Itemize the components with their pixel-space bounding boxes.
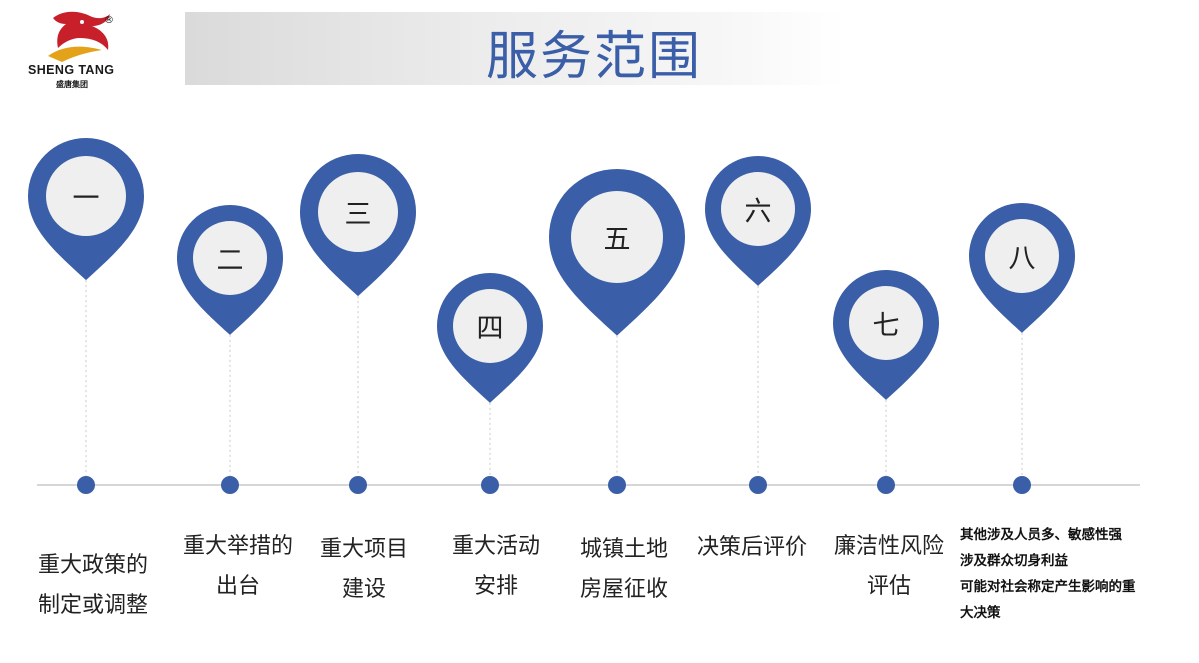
pin-inner-circle bbox=[849, 286, 923, 360]
pin-inner-circle bbox=[985, 219, 1059, 293]
timeline-dot bbox=[877, 476, 895, 494]
item-description-line: 城镇土地 bbox=[579, 537, 668, 562]
pin-numeral: 一 bbox=[72, 183, 100, 215]
pin-numeral: 二 bbox=[216, 245, 244, 277]
pin-inner-circle bbox=[46, 156, 126, 236]
timeline-dot bbox=[608, 476, 626, 494]
item-description: 重大举措的出台 bbox=[173, 527, 303, 607]
timeline-dot bbox=[749, 476, 767, 494]
item-description-line: 其他涉及人员多、敏感性强 bbox=[960, 527, 1122, 543]
item-description-line: 涉及群众切身利益 bbox=[960, 553, 1068, 569]
item-description-line: 制定或调整 bbox=[37, 593, 148, 618]
timeline-dot bbox=[481, 476, 499, 494]
item-description-line: 重大项目 bbox=[319, 537, 408, 562]
item-description: 廉洁性风险评估 bbox=[824, 527, 954, 607]
pin-inner-circle bbox=[193, 221, 267, 295]
page-title: 服务范围 bbox=[486, 27, 703, 87]
item-description-line: 廉洁性风险 bbox=[833, 534, 944, 559]
item-description: 决策后评价 bbox=[687, 528, 817, 568]
item-description-line: 决策后评价 bbox=[696, 535, 807, 560]
item-description: 城镇土地房屋征收 bbox=[564, 530, 684, 610]
pin-numeral: 七 bbox=[872, 310, 900, 342]
timeline-dot bbox=[77, 476, 95, 494]
item-description-line: 评估 bbox=[866, 574, 911, 599]
pin-numeral: 五 bbox=[603, 224, 631, 256]
item-description: 重大活动安排 bbox=[436, 527, 556, 607]
timeline-dot bbox=[1013, 476, 1031, 494]
pin-inner-circle bbox=[721, 172, 795, 246]
item-description-line: 安排 bbox=[473, 574, 518, 599]
item-description: 重大政策的制定或调整 bbox=[28, 546, 158, 626]
dragon-logo-icon bbox=[48, 11, 110, 62]
pin-numeral: 四 bbox=[476, 313, 504, 345]
pin-inner-circle bbox=[318, 172, 398, 252]
item-description-line: 重大活动 bbox=[451, 534, 540, 559]
item-description: 重大项目建设 bbox=[304, 530, 424, 610]
item-description-line: 出台 bbox=[215, 574, 260, 599]
registered-mark: ® bbox=[104, 15, 114, 26]
item-description-line: 可能对社会称定产生影响的重 bbox=[960, 579, 1136, 595]
item-description-line: 重大举措的 bbox=[182, 534, 293, 559]
item-description-line: 大决策 bbox=[960, 605, 1001, 621]
pin-numeral: 八 bbox=[1008, 243, 1036, 275]
item-description-line: 建设 bbox=[341, 577, 386, 602]
pin-inner-circle bbox=[571, 191, 663, 283]
timeline-dot bbox=[221, 476, 239, 494]
item-description: 其他涉及人员多、敏感性强涉及群众切身利益可能对社会称定产生影响的重大决策 bbox=[960, 522, 1136, 626]
logo-brand-cn: 盛唐集团 bbox=[56, 80, 88, 89]
pin-numeral: 六 bbox=[744, 196, 772, 228]
item-description-line: 重大政策的 bbox=[37, 553, 148, 578]
logo-brand-text: SHENG TANG bbox=[28, 63, 115, 77]
pin-inner-circle bbox=[453, 289, 527, 363]
pin-numeral: 三 bbox=[344, 199, 372, 231]
logo bbox=[18, 8, 148, 96]
title-banner bbox=[185, 12, 845, 85]
item-description-line: 房屋征收 bbox=[579, 577, 668, 602]
timeline-dot bbox=[349, 476, 367, 494]
